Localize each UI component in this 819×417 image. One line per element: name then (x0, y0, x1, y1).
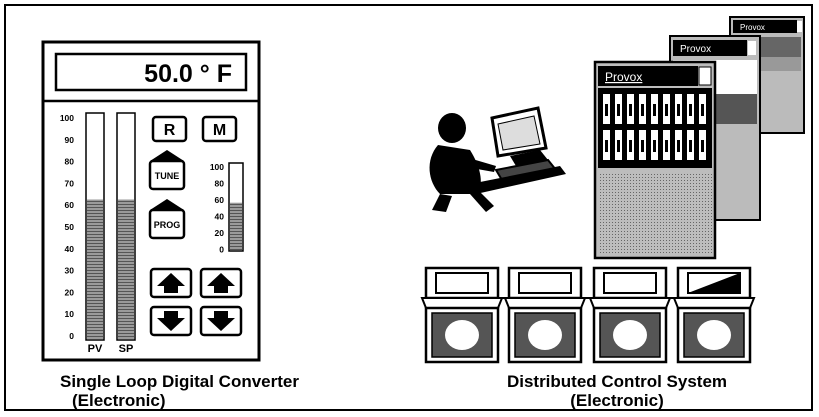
dcs-window-front[interactable]: Provox (593, 60, 717, 260)
scale-tick-label: 40 (65, 244, 75, 254)
operator-console (420, 266, 504, 364)
operator-console (588, 266, 672, 364)
arrow-down-icon (207, 311, 235, 331)
diagram-frame (4, 4, 813, 411)
faceplate-bar-mark (677, 104, 680, 116)
output-scale-tick-label: 20 (215, 228, 225, 238)
faceplate-bar-mark (677, 140, 680, 152)
output-scale: 100 80 60 40 20 0 (210, 162, 224, 255)
sp-bar-fill (118, 199, 134, 339)
scale-tick-label: 10 (65, 309, 75, 319)
scale-tick-label: 90 (65, 135, 75, 145)
pv-bar-fill (87, 199, 103, 339)
dcs-window-back-title: Provox (740, 23, 765, 32)
operator-console (672, 266, 756, 364)
faceplate-bar-mark (617, 104, 620, 116)
faceplate-bar-mark (701, 140, 704, 152)
faceplate-bar-mark (653, 104, 656, 116)
faceplate-bar-mark (641, 104, 644, 116)
dcs-window-front-title: Provox (605, 70, 642, 84)
sp-label: SP (119, 343, 134, 355)
faceplate-bar-mark (605, 104, 608, 116)
output-bar-fill (230, 202, 242, 250)
caption-right-subtitle: (Electronic) (570, 391, 664, 410)
operator-at-terminal-icon (429, 106, 566, 212)
prog-button[interactable]: PROG (148, 199, 186, 240)
operator-console-row (420, 266, 756, 364)
arrow-up-icon (157, 273, 185, 293)
manual-button[interactable]: M (201, 115, 238, 143)
raise-button-right[interactable] (199, 267, 243, 299)
faceplate-bar-mark (629, 140, 632, 152)
faceplate-bar-mark (617, 140, 620, 152)
prog-button-label: PROG (154, 220, 181, 230)
dcs-window-middle-title: Provox (680, 44, 711, 55)
tune-button[interactable]: TUNE (148, 150, 186, 191)
faceplate-bar-mark (605, 140, 608, 152)
faceplate-bar-mark (701, 104, 704, 116)
display-value: 50.0 ° F (144, 60, 232, 88)
manual-button-label: M (213, 122, 226, 139)
lower-button-right[interactable] (199, 305, 243, 337)
remote-button-label: R (164, 122, 176, 139)
scale-tick-label: 80 (65, 157, 75, 167)
scale-tick-label: 0 (69, 331, 74, 341)
caption-left-subtitle: (Electronic) (72, 391, 166, 410)
arrow-up-icon (207, 273, 235, 293)
output-scale-tick-label: 100 (210, 162, 224, 172)
remote-button[interactable]: R (151, 115, 188, 143)
arrow-down-icon (157, 311, 185, 331)
faceplate-bar-mark (689, 104, 692, 116)
output-scale-tick-label: 80 (215, 179, 225, 189)
output-scale-tick-label: 40 (215, 212, 225, 222)
faceplate-bar-mark (653, 140, 656, 152)
lower-button-left[interactable] (149, 305, 193, 337)
faceplate-group (603, 94, 706, 160)
pv-label: PV (88, 343, 103, 355)
tune-button-label: TUNE (155, 171, 180, 181)
output-scale-tick-label: 60 (215, 195, 225, 205)
value-display (54, 52, 248, 92)
caption-right: Distributed Control System (Electronic) (486, 372, 748, 410)
caption-left-title: Single Loop Digital Converter (60, 372, 299, 391)
raise-button-left[interactable] (149, 267, 193, 299)
faceplate-bar-mark (689, 140, 692, 152)
scale-tick-label: 20 (65, 287, 75, 297)
scale-tick-label: 100 (60, 113, 74, 123)
output-scale-tick-label: 0 (219, 245, 224, 255)
scale-tick-label: 30 (65, 266, 75, 276)
faceplate-bar-mark (665, 140, 668, 152)
faceplate-bar-mark (665, 104, 668, 116)
caption-left: Single Loop Digital Converter (Electroni… (60, 372, 299, 410)
scale-tick-label: 70 (65, 178, 75, 188)
caption-right-title: Distributed Control System (506, 372, 728, 391)
scale-tick-label: 50 (65, 222, 75, 232)
operator-console (503, 266, 587, 364)
faceplate-bar-mark (641, 140, 644, 152)
faceplate-bar-mark (629, 104, 632, 116)
scale-tick-label: 60 (65, 200, 75, 210)
